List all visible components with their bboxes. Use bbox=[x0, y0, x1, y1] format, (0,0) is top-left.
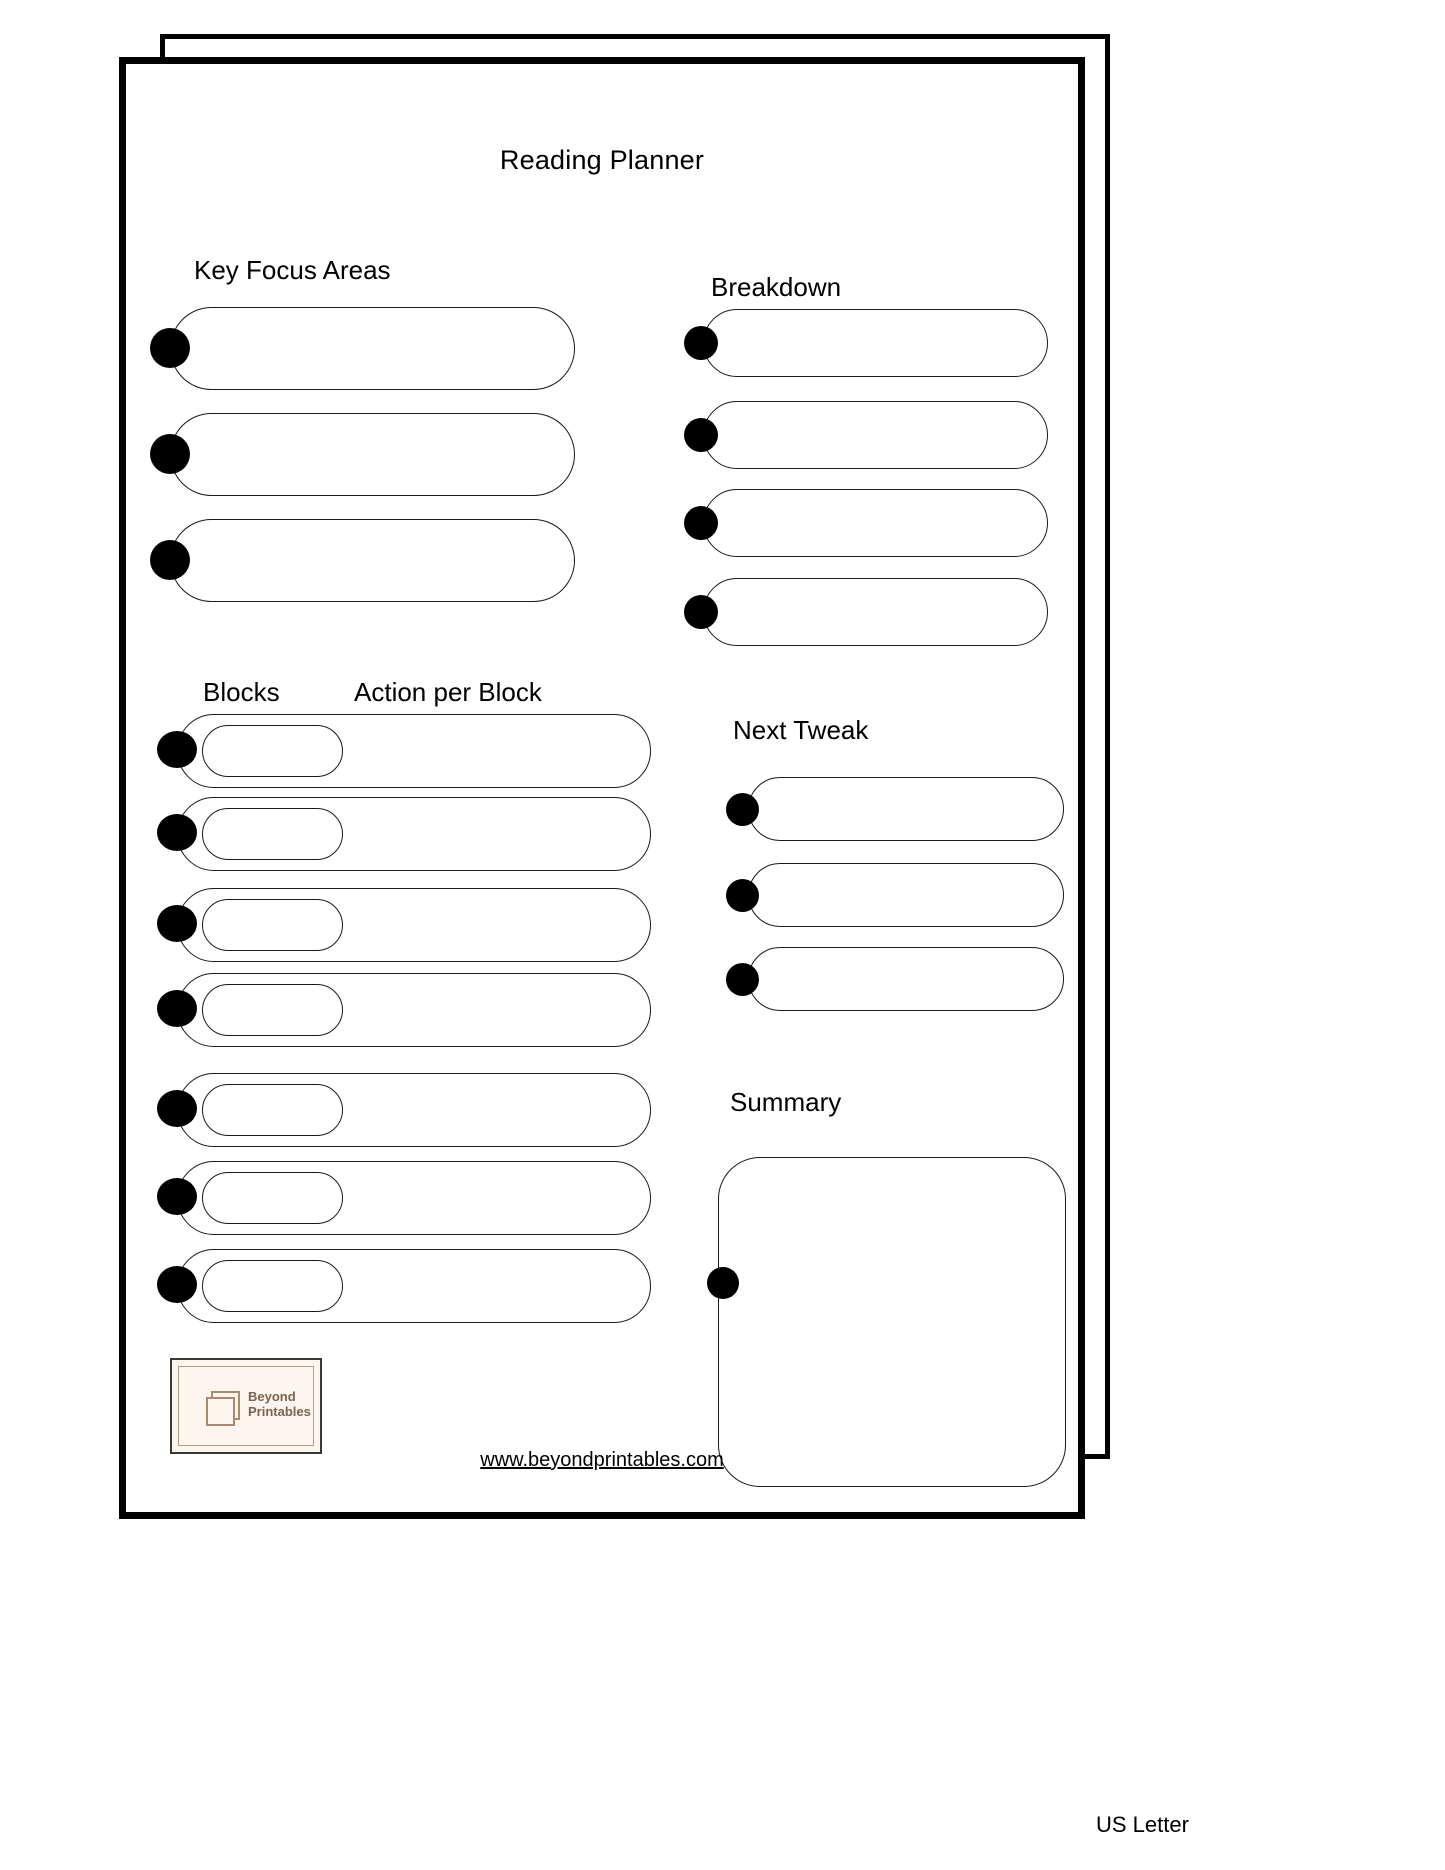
block-field-7[interactable] bbox=[202, 1260, 343, 1312]
bullet-dot-icon bbox=[684, 595, 718, 629]
key-focus-area-field-1[interactable] bbox=[170, 307, 575, 390]
bullet-dot-icon bbox=[150, 540, 190, 580]
brand-name-line2: Printables bbox=[248, 1403, 311, 1419]
block-field-1[interactable] bbox=[202, 725, 343, 777]
page-front-shape bbox=[206, 1397, 235, 1426]
section-label-breakdown: Breakdown bbox=[711, 272, 842, 302]
next-tweak-field-3[interactable] bbox=[748, 947, 1064, 1011]
bullet-dot-icon bbox=[726, 793, 759, 826]
bullet-dot-icon bbox=[150, 328, 190, 368]
bullet-dot-icon bbox=[726, 879, 759, 912]
key-focus-area-field-3[interactable] bbox=[170, 519, 575, 602]
bullet-dot-icon bbox=[684, 418, 718, 452]
page-title: Reading Planner bbox=[499, 145, 705, 175]
bullet-dot-icon bbox=[157, 1178, 197, 1215]
summary-field[interactable] bbox=[718, 1157, 1066, 1487]
bullet-dot-icon bbox=[157, 814, 197, 851]
block-field-5[interactable] bbox=[202, 1084, 343, 1136]
section-label-next-tweak: Next Tweak bbox=[733, 715, 869, 745]
bullet-dot-icon bbox=[157, 905, 197, 942]
paper-size-label: US Letter bbox=[1096, 1812, 1189, 1837]
bullet-dot-icon bbox=[707, 1267, 739, 1299]
section-label-action-per-block: Action per Block bbox=[354, 677, 542, 707]
breakdown-field-3[interactable] bbox=[703, 489, 1048, 557]
brand-name-line1: Beyond bbox=[248, 1389, 296, 1404]
block-field-2[interactable] bbox=[202, 808, 343, 860]
bullet-dot-icon bbox=[684, 326, 718, 360]
bullet-dot-icon bbox=[150, 434, 190, 474]
bullet-dot-icon bbox=[157, 1090, 197, 1127]
key-focus-area-field-2[interactable] bbox=[170, 413, 575, 496]
brand-name: Beyond Printables bbox=[248, 1389, 311, 1419]
website-link[interactable]: www.beyondprintables.com bbox=[480, 1449, 724, 1471]
stacked-pages-icon bbox=[206, 1391, 242, 1427]
bullet-dot-icon bbox=[157, 731, 197, 768]
page-content: Reading Planner Key Focus Areas Breakdow… bbox=[119, 57, 1085, 1519]
next-tweak-field-1[interactable] bbox=[748, 777, 1064, 841]
bullet-dot-icon bbox=[157, 1266, 197, 1303]
block-field-6[interactable] bbox=[202, 1172, 343, 1224]
breakdown-field-1[interactable] bbox=[703, 309, 1048, 377]
bullet-dot-icon bbox=[726, 963, 759, 996]
bullet-dot-icon bbox=[684, 506, 718, 540]
brand-logo: Beyond Printables bbox=[170, 1358, 322, 1454]
block-field-3[interactable] bbox=[202, 899, 343, 951]
breakdown-field-2[interactable] bbox=[703, 401, 1048, 469]
next-tweak-field-2[interactable] bbox=[748, 863, 1064, 927]
breakdown-field-4[interactable] bbox=[703, 578, 1048, 646]
logo-inner-border bbox=[178, 1366, 314, 1446]
block-field-4[interactable] bbox=[202, 984, 343, 1036]
section-label-key-focus-areas: Key Focus Areas bbox=[194, 255, 391, 285]
bullet-dot-icon bbox=[157, 990, 197, 1027]
section-label-blocks: Blocks bbox=[203, 677, 280, 707]
section-label-summary: Summary bbox=[730, 1087, 842, 1117]
